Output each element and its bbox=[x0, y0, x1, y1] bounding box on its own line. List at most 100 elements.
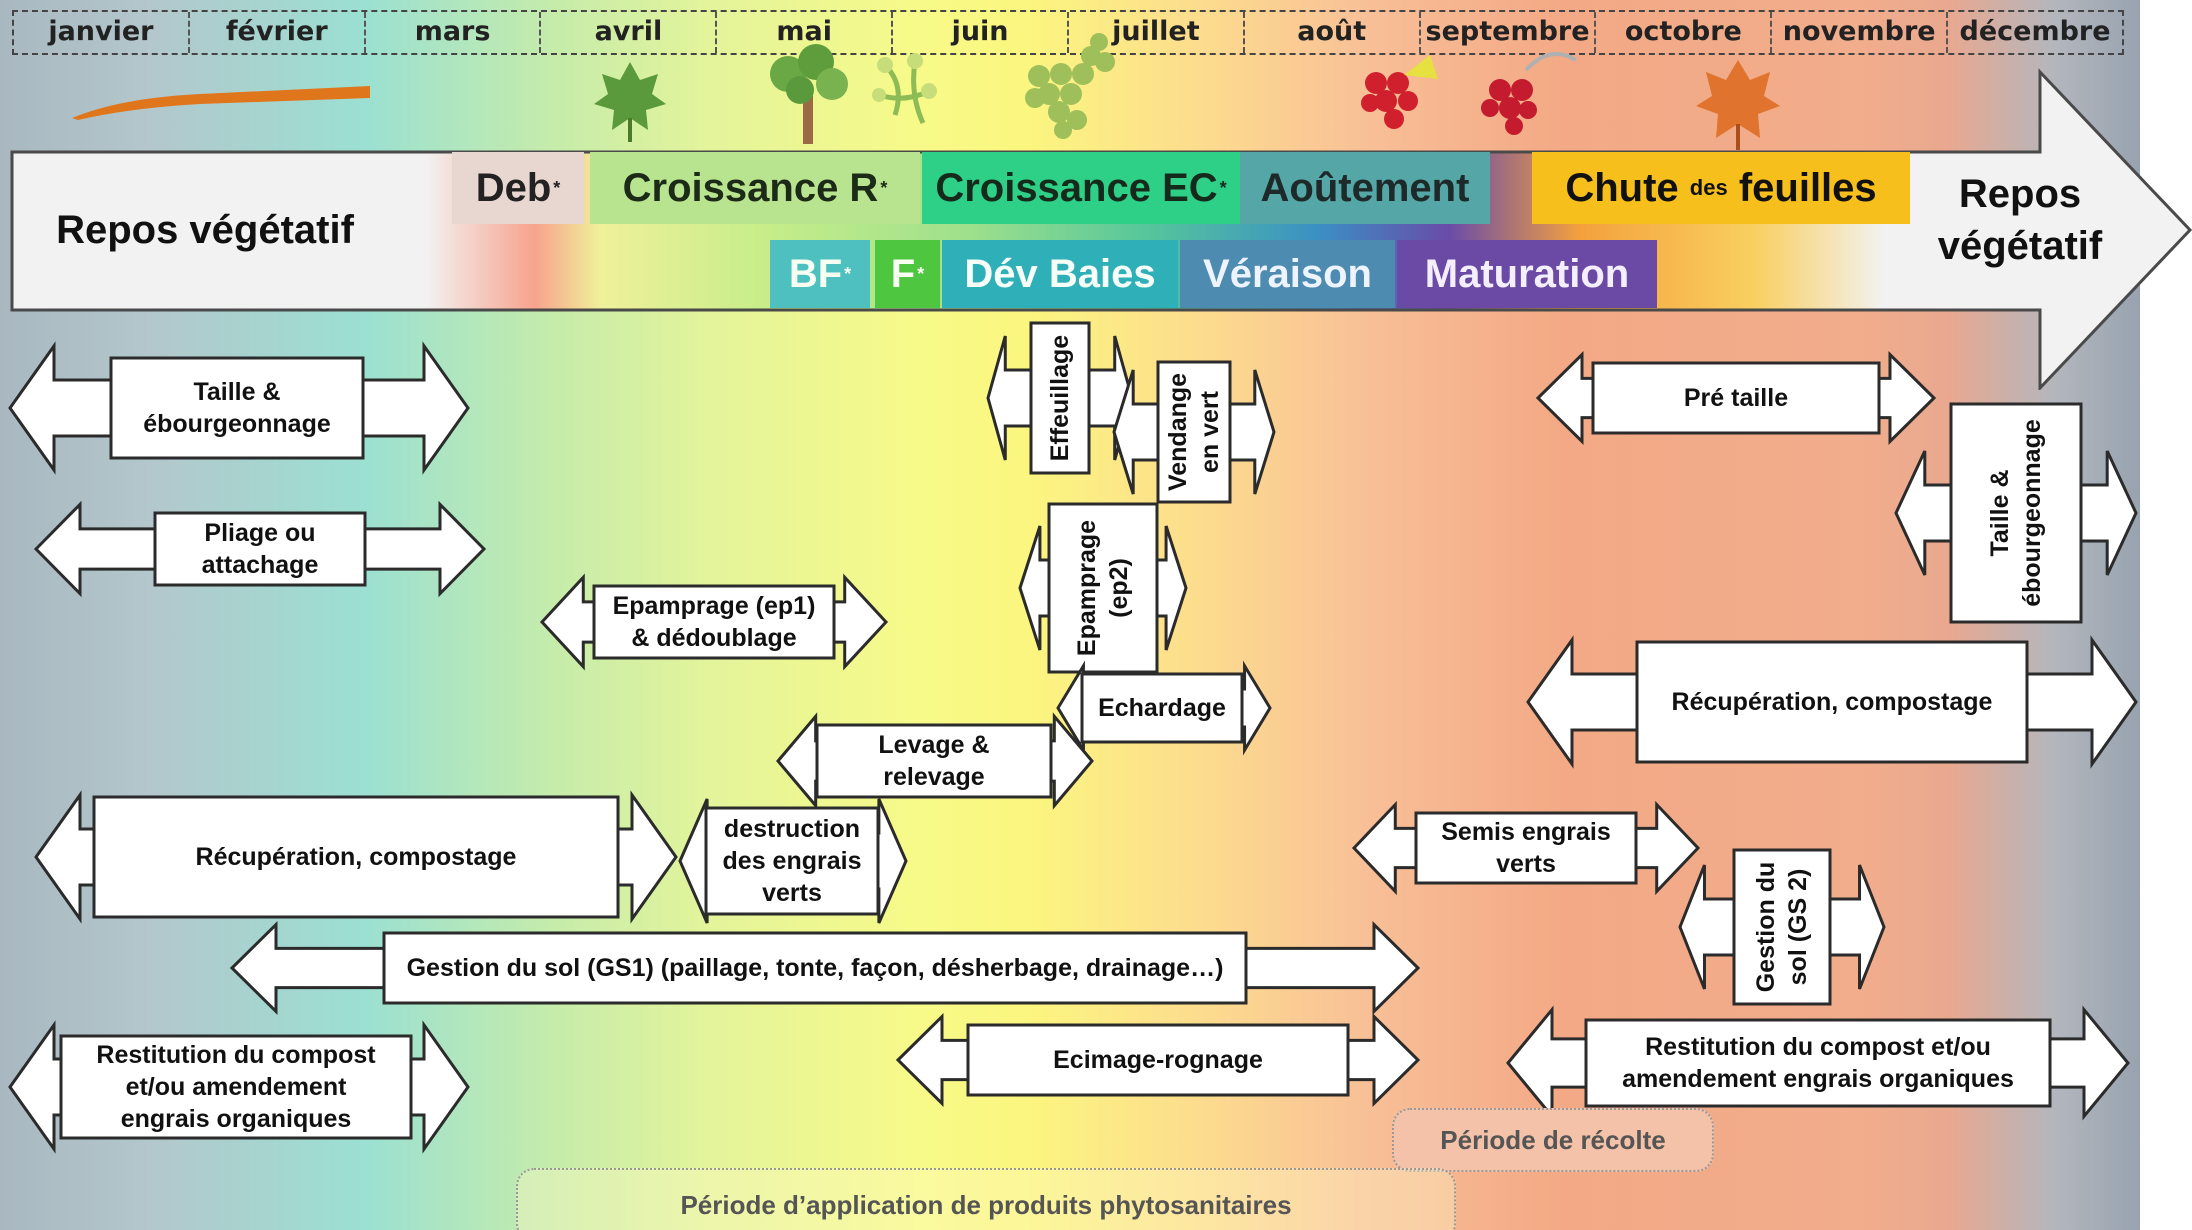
month-label: septembre bbox=[1421, 12, 1597, 53]
pre-taille-text: Pré taille bbox=[1684, 382, 1788, 414]
levage-relevage-box bbox=[815, 723, 1053, 799]
vine-illustrations bbox=[72, 33, 1780, 150]
operation-text-line: Epamprage (ep1) bbox=[612, 592, 816, 620]
taille-ebourgeonnage-1-text: Taille & ébourgeonnage bbox=[143, 376, 331, 440]
recuperation-compostage-1-box bbox=[92, 795, 620, 919]
echardage-text: Echardage bbox=[1098, 692, 1226, 724]
recuperation-compostage-2-label: Récupération, compostage bbox=[1637, 642, 2027, 762]
operation-text-line: Pliage ou bbox=[204, 519, 316, 547]
phase-deb: Deb* bbox=[452, 152, 584, 224]
phase-f: F* bbox=[875, 240, 940, 308]
operation-text-line: ébourgeonnage bbox=[143, 410, 331, 438]
autumn-leaf-icon bbox=[1696, 60, 1780, 150]
month-label: novembre bbox=[1772, 12, 1949, 53]
operation-text-line: Semis engrais bbox=[1441, 818, 1611, 846]
month-label: juillet bbox=[1069, 12, 1245, 53]
operation-text-line: Pré taille bbox=[1683, 384, 1789, 412]
operation-text-line: Gestion du bbox=[1752, 861, 1780, 993]
recuperation-compostage-1-label: Récupération, compostage bbox=[94, 797, 618, 917]
phase-bf: BF* bbox=[770, 240, 870, 308]
cane-icon bbox=[72, 86, 370, 120]
gestion-sol-gs1-box bbox=[382, 931, 1248, 1005]
ecimage-rognage-box bbox=[966, 1023, 1350, 1097]
operation-text-line: amendement engrais organiques bbox=[1622, 1065, 2014, 1093]
operation-text-line: Vendange bbox=[1164, 372, 1192, 492]
gestion-sol-gs1-label: Gestion du sol (GS1) (paillage, tonte, f… bbox=[384, 933, 1246, 1003]
semis-engrais-verts-text: Semis engrais verts bbox=[1441, 816, 1611, 880]
operation-text-line: Echardage bbox=[1098, 694, 1226, 722]
budding-vine-icon bbox=[770, 44, 848, 144]
phase-croissance-ec: Croissance EC* bbox=[922, 152, 1240, 224]
operation-text-line: & dédoublage bbox=[631, 624, 797, 652]
recuperation-compostage-2-box bbox=[1635, 640, 2029, 764]
ripe-grapes-icon bbox=[1481, 51, 1578, 135]
month-label: avril bbox=[541, 12, 718, 53]
operation-text-line: Levage & bbox=[878, 731, 990, 759]
taille-ebourgeonnage-1-box bbox=[109, 356, 365, 460]
operation-text-line: relevage bbox=[883, 763, 985, 791]
vendange-en-vert-box bbox=[1156, 360, 1232, 504]
recuperation-compostage-2-text: Récupération, compostage bbox=[1672, 686, 1993, 718]
destruction-engrais-verts-box bbox=[704, 806, 880, 916]
epamprage-ep2-text: Epamprage(ep2) bbox=[1071, 520, 1135, 656]
taille-ebourgeonnage-2-text: Taille &ébourgeonnage bbox=[1984, 419, 2048, 607]
effeuillage-label: Effeuillage bbox=[1031, 323, 1089, 473]
operation-text-line: Gestion du sol (GS1) (paillage, tonte, f… bbox=[406, 954, 1224, 982]
phase-aoutement: Aoûtement bbox=[1240, 152, 1490, 224]
restitution-compost-1-box bbox=[59, 1034, 413, 1140]
levage-relevage-text: Levage & relevage bbox=[878, 729, 989, 793]
operation-text-line: Taille & bbox=[193, 378, 281, 406]
operation-text-line: en vert bbox=[1196, 391, 1224, 473]
effeuillage-box bbox=[1029, 321, 1091, 475]
operation-text-line: et/ou amendement bbox=[125, 1073, 347, 1101]
month-label: octobre bbox=[1596, 12, 1773, 53]
epamprage-ep1-label: Epamprage (ep1) & dédoublage bbox=[594, 586, 834, 658]
phase-chute-feuilles: Chute des feuilles bbox=[1532, 152, 1910, 224]
taille-ebourgeonnage-1-label: Taille & ébourgeonnage bbox=[111, 358, 363, 458]
operation-text-line: Récupération, compostage bbox=[195, 843, 517, 871]
operation-text-line: Taille & bbox=[1986, 469, 2014, 557]
operation-text-line: Epamprage bbox=[1073, 519, 1101, 657]
operation-text-line: des engrais bbox=[722, 847, 862, 875]
pre-taille-label: Pré taille bbox=[1593, 363, 1879, 433]
operation-text-line: Effeuillage bbox=[1046, 334, 1074, 462]
ecimage-rognage-label: Ecimage-rognage bbox=[968, 1025, 1348, 1095]
phase-veraison: Véraison bbox=[1180, 240, 1395, 308]
operation-text-line: ébourgeonnage bbox=[2018, 419, 2046, 607]
flower-cluster-icon bbox=[872, 53, 937, 125]
pliage-attachage-box bbox=[153, 511, 367, 587]
operation-text-line: Récupération, compostage bbox=[1671, 688, 1993, 716]
semis-engrais-verts-box bbox=[1414, 811, 1638, 885]
phase-croissance-r: Croissance R* bbox=[590, 152, 920, 224]
phase-maturation: Maturation bbox=[1397, 240, 1657, 308]
phyto-period-box: Période d’application de produits phytos… bbox=[516, 1168, 1456, 1230]
vine-leaf-icon bbox=[594, 62, 666, 142]
harvest-period-box: Période de récolte bbox=[1392, 1108, 1714, 1172]
recuperation-compostage-1-text: Récupération, compostage bbox=[196, 841, 517, 873]
operation-text-line: Restitution du compost et/ou bbox=[1645, 1033, 1991, 1061]
month-ruler: janvier février mars avril mai juin juil… bbox=[12, 10, 2124, 55]
operation-text-line: verts bbox=[1496, 850, 1556, 878]
operation-text-line: Ecimage-rognage bbox=[1053, 1046, 1263, 1074]
green-grapes-icon bbox=[1025, 33, 1115, 139]
gestion-sol-gs1-text: Gestion du sol (GS1) (paillage, tonte, f… bbox=[407, 952, 1224, 984]
phase-repos-end: Repos végétatif bbox=[1937, 172, 2103, 268]
month-label: mars bbox=[366, 12, 542, 53]
operation-text-line: Restitution du compost bbox=[96, 1041, 376, 1069]
phase-dev-baies: Dév Baies bbox=[942, 240, 1178, 308]
effeuillage-text: Effeuillage bbox=[1044, 335, 1076, 461]
phase-repos-start: Repos végétatif bbox=[56, 207, 354, 252]
restitution-compost-2-box bbox=[1584, 1018, 2052, 1108]
epamprage-ep2-box bbox=[1047, 502, 1159, 674]
